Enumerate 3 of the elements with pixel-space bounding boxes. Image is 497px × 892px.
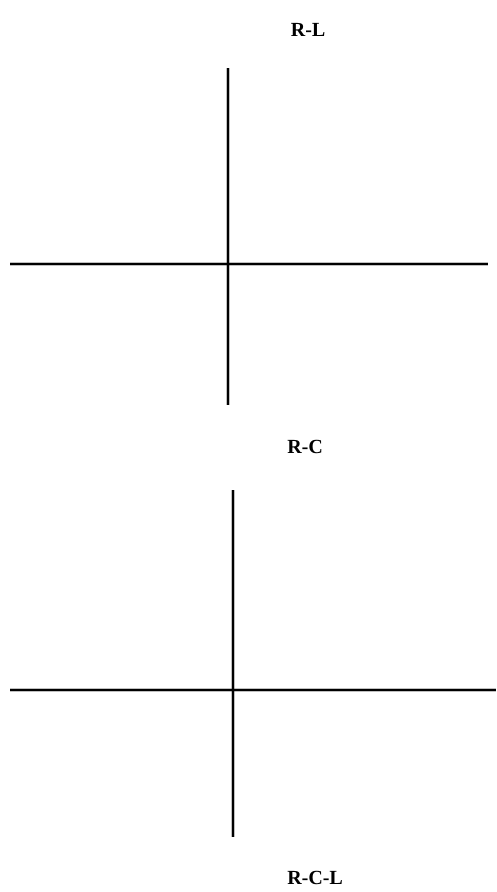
plot-label: R-C: [287, 436, 323, 458]
plot-label: R-C-L: [287, 867, 343, 889]
plot-label: R-L: [290, 19, 326, 41]
